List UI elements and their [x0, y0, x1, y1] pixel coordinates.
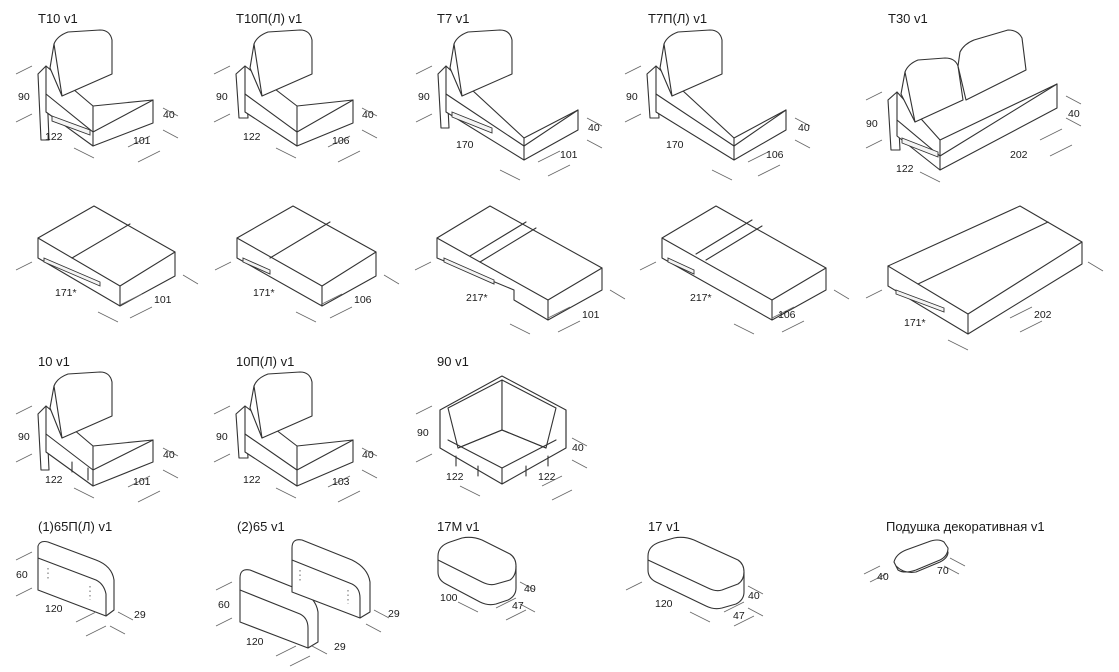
m10p-height-label: 90	[216, 431, 228, 443]
module-90-title: 90 v1	[437, 354, 469, 369]
m90-width-left-label: 122	[446, 471, 464, 483]
m17-depth-label: 47	[733, 610, 745, 622]
t7p-bed-length-label: 217*	[690, 292, 712, 304]
module-t30-sitting: T30 v1 90 40 122 202	[865, 11, 1082, 183]
module-t7-bed: 217* 101	[414, 205, 626, 335]
t10p-depth-label: 106	[332, 135, 350, 147]
m17m-width-label: 100	[440, 592, 458, 604]
m65p-depth-label: 29	[134, 609, 146, 621]
t30-width-label: 122	[896, 163, 914, 175]
m90-width-right-label: 122	[538, 471, 556, 483]
t10p-bed-width-label: 106	[354, 294, 372, 306]
module-t30-bed: 171* 202	[865, 205, 1104, 351]
module-65-title: (2)65 v1	[237, 519, 285, 534]
module-t7p-sitting: T7П(Л) v1 90 40 170 106	[624, 11, 811, 181]
module-t10p-bed: 171* 106	[214, 205, 400, 323]
t10p-width-label: 122	[243, 131, 261, 143]
module-65p-title: (1)65П(Л) v1	[38, 519, 112, 534]
module-17m-ottoman: 17M v1 100 47 40	[437, 519, 536, 621]
module-t10p-sitting: T10П(Л) v1 90 40 122 106	[213, 11, 378, 163]
t7p-height-label: 90	[626, 91, 638, 103]
t10-depth-label: 101	[133, 135, 151, 147]
module-10-title: 10 v1	[38, 354, 70, 369]
module-90-corner: 90 v1 90 40 122 122	[415, 354, 588, 501]
module-10p: 10П(Л) v1 90 40 122 103	[213, 354, 378, 503]
t10-width-label: 122	[45, 131, 63, 143]
t30-bed-length-label: 171*	[904, 317, 926, 329]
m10p-width-label: 122	[243, 474, 261, 486]
m65-height-label: 60	[218, 599, 230, 611]
module-t7p-bed: 217* 106	[639, 205, 850, 335]
module-10p-title: 10П(Л) v1	[236, 354, 294, 369]
module-10: 10 v1 90 40 122 101	[15, 354, 179, 503]
module-65p-backrest: (1)65П(Л) v1 60 120 29	[15, 519, 146, 637]
t7p-width-label: 170	[666, 139, 684, 151]
t7-height-label: 90	[418, 91, 430, 103]
module-65-backrest: (2)65 v1 60 120 29 29	[215, 519, 400, 667]
module-t10-title: T10 v1	[38, 11, 78, 26]
m17m-height-label: 40	[524, 583, 536, 595]
t10-seat-height-label: 40	[163, 109, 175, 121]
t7p-depth-label: 106	[766, 149, 784, 161]
m10-depth-label: 101	[133, 476, 151, 488]
module-17-ottoman: 17 v1 120 47 40	[625, 519, 764, 627]
pillow-title: Подушка декоративная v1	[886, 519, 1045, 534]
m10-seat-height-label: 40	[163, 449, 175, 461]
t7p-seat-height-label: 40	[798, 122, 810, 134]
t30-depth-label: 202	[1010, 149, 1028, 161]
t7-depth-label: 101	[560, 149, 578, 161]
t10p-bed-length-label: 171*	[253, 287, 275, 299]
m65-depth-b-label: 29	[388, 608, 400, 620]
t7p-bed-width-label: 106	[778, 309, 796, 321]
t10-bed-width-label: 101	[154, 294, 172, 306]
module-t30-title: T30 v1	[888, 11, 928, 26]
pillow-width-label: 40	[877, 571, 889, 583]
module-t10-sitting: T10 v1 90 40 122 101	[15, 11, 179, 163]
pillow-length-label: 70	[937, 565, 949, 577]
module-t10p-title: T10П(Л) v1	[236, 11, 302, 26]
m10p-seat-height-label: 40	[362, 449, 374, 461]
t10p-seat-height-label: 40	[362, 109, 374, 121]
module-17m-title: 17M v1	[437, 519, 480, 534]
m10-width-label: 122	[45, 474, 63, 486]
t7-width-label: 170	[456, 139, 474, 151]
m17-width-label: 120	[655, 598, 673, 610]
m17m-depth-label: 47	[512, 600, 524, 612]
module-t7-title: T7 v1	[437, 11, 470, 26]
t30-height-label: 90	[866, 118, 878, 130]
m10p-depth-label: 103	[332, 476, 350, 488]
t30-seat-height-label: 40	[1068, 108, 1080, 120]
module-t7-sitting: T7 v1 90 40 170 101	[415, 11, 603, 181]
m17-height-label: 40	[748, 590, 760, 602]
m65p-width-label: 120	[45, 603, 63, 615]
t10-bed-length-label: 171*	[55, 287, 77, 299]
m65-width-label: 120	[246, 636, 264, 648]
m65p-height-label: 60	[16, 569, 28, 581]
decorative-pillow: Подушка декоративная v1 40 70	[863, 519, 1045, 583]
m90-seat-height-label: 40	[572, 442, 584, 454]
t10p-height-label: 90	[216, 91, 228, 103]
module-t7p-title: T7П(Л) v1	[648, 11, 707, 26]
t7-bed-width-label: 101	[582, 309, 600, 321]
m90-height-label: 90	[417, 427, 429, 439]
t7-bed-length-label: 217*	[466, 292, 488, 304]
module-t10-bed: 171* 101	[15, 205, 199, 323]
t30-bed-width-label: 202	[1034, 309, 1052, 321]
t7-seat-height-label: 40	[588, 122, 600, 134]
module-17-title: 17 v1	[648, 519, 680, 534]
t10-height-label: 90	[18, 91, 30, 103]
m65-depth-a-label: 29	[334, 641, 346, 653]
m10-height-label: 90	[18, 431, 30, 443]
